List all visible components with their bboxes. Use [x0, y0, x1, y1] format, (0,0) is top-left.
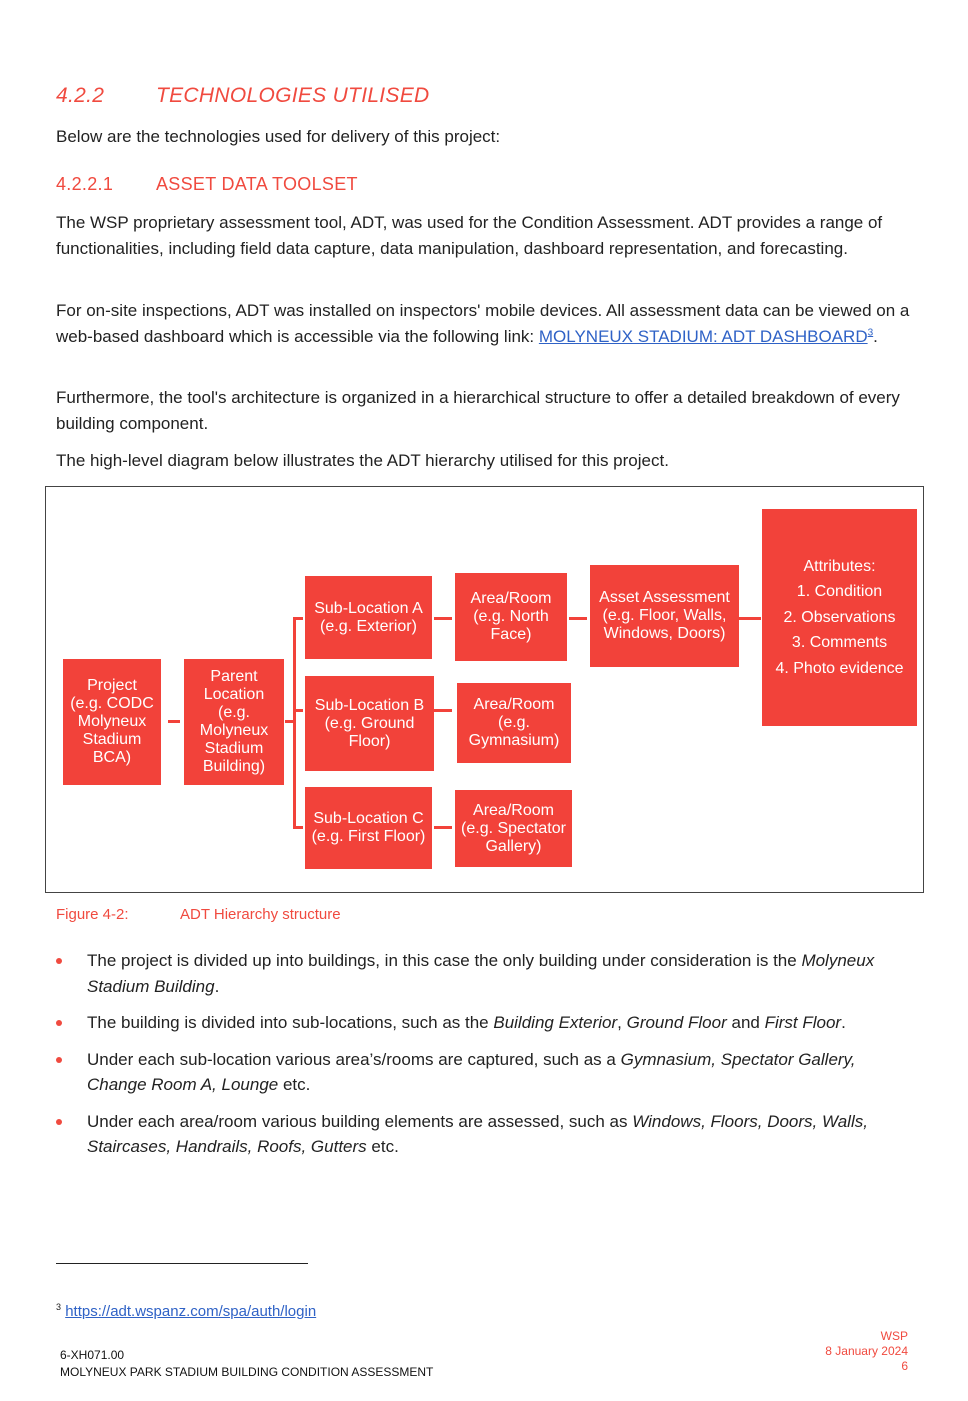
footnote-ref[interactable]: 3: [867, 326, 874, 338]
figure-title: ADT Hierarchy structure: [180, 906, 341, 923]
subsection-number: 4.2.2.1: [56, 174, 114, 194]
footer-right: WSP 8 January 2024 6: [825, 1329, 908, 1374]
node-sub-location-b: Sub-Location B (e.g. Ground Floor): [305, 676, 434, 771]
connector-sub-b-area: [434, 709, 452, 712]
node-area-c: Area/Room (e.g. Spectator Gallery): [455, 790, 572, 867]
connector-sub-a-area: [434, 617, 452, 620]
figure-number: Figure 4-2:: [56, 906, 129, 923]
list-item: The building is divided into sub-locatio…: [56, 1010, 918, 1036]
footnote-number: 3: [56, 1302, 62, 1312]
connector-branch-b: [293, 709, 303, 712]
subsection-title: ASSET DATA TOOLSET: [156, 174, 358, 194]
section-number: 4.2.2: [56, 84, 105, 107]
node-area-b: Area/Room (e.g. Gymnasium): [457, 683, 571, 763]
connector-area-asset: [569, 617, 587, 620]
connector-vertical-trunk: [293, 617, 296, 829]
node-area-a: Area/Room (e.g. North Face): [455, 573, 567, 661]
hierarchy-diagram: Project (e.g. CODC Molyneux Stadium BCA)…: [45, 486, 924, 893]
document-code: 6-XH071.00: [60, 1348, 125, 1362]
footnote-link[interactable]: https://adt.wspanz.com/spa/auth/login: [65, 1303, 317, 1320]
intro-paragraph: Below are the technologies used for deli…: [56, 127, 501, 146]
dashboard-link[interactable]: MOLYNEUX STADIUM: ADT DASHBOARD: [538, 326, 868, 346]
paragraph-adt-overview: The WSP proprietary assessment tool, ADT…: [56, 213, 883, 258]
company-name: WSP: [880, 1329, 908, 1343]
node-attributes: Attributes: 1. Condition 2. Observations…: [762, 509, 917, 726]
subsection-heading: 4.2.2.1 ASSET DATA TOOLSET: [56, 174, 358, 195]
list-item: The project is divided up into buildings…: [56, 948, 918, 999]
paragraph-onsite-end: .: [873, 326, 878, 346]
list-item: Under each sub-location various area’s/r…: [56, 1047, 918, 1098]
document-title: MOLYNEUX PARK STADIUM BUILDING CONDITION…: [60, 1365, 434, 1379]
page-number: 6: [901, 1359, 908, 1373]
connector-asset-attributes: [739, 617, 761, 620]
connector-parent-tree: [285, 720, 293, 723]
section-heading: 4.2.2 TECHNOLOGIES UTILISED: [56, 84, 430, 108]
section-title: TECHNOLOGIES UTILISED: [156, 84, 430, 107]
paragraph-onsite-text: For on-site inspections, ADT was install…: [56, 301, 910, 346]
figure-caption: Figure 4-2: ADT Hierarchy structure: [56, 906, 341, 923]
footnote-divider: [56, 1263, 308, 1264]
connector-branch-c: [293, 826, 303, 829]
footer-left: 6-XH071.00 MOLYNEUX PARK STADIUM BUILDIN…: [60, 1347, 433, 1381]
bullet-list: The project is divided up into buildings…: [56, 948, 918, 1171]
paragraph-architecture: Furthermore, the tool's architecture is …: [56, 388, 900, 433]
list-item: Under each area/room various building el…: [56, 1109, 918, 1160]
connector-sub-c-area: [434, 826, 452, 829]
node-project: Project (e.g. CODC Molyneux Stadium BCA): [63, 659, 161, 785]
node-parent-location: Parent Location (e.g. Molyneux Stadium B…: [184, 659, 284, 785]
node-sub-location-a: Sub-Location A (e.g. Exterior): [305, 576, 432, 659]
document-date: 8 January 2024: [825, 1344, 908, 1358]
node-sub-location-c: Sub-Location C (e.g. First Floor): [305, 787, 432, 869]
connector-project-parent: [168, 720, 180, 723]
connector-branch-a: [293, 617, 303, 620]
paragraph-diagram-intro: The high-level diagram below illustrates…: [56, 451, 669, 470]
paragraph-onsite: For on-site inspections, ADT was install…: [56, 298, 916, 349]
footnote: 3 https://adt.wspanz.com/spa/auth/login: [56, 1302, 317, 1321]
node-asset-assessment: Asset Assessment (e.g. Floor, Walls, Win…: [590, 565, 739, 667]
